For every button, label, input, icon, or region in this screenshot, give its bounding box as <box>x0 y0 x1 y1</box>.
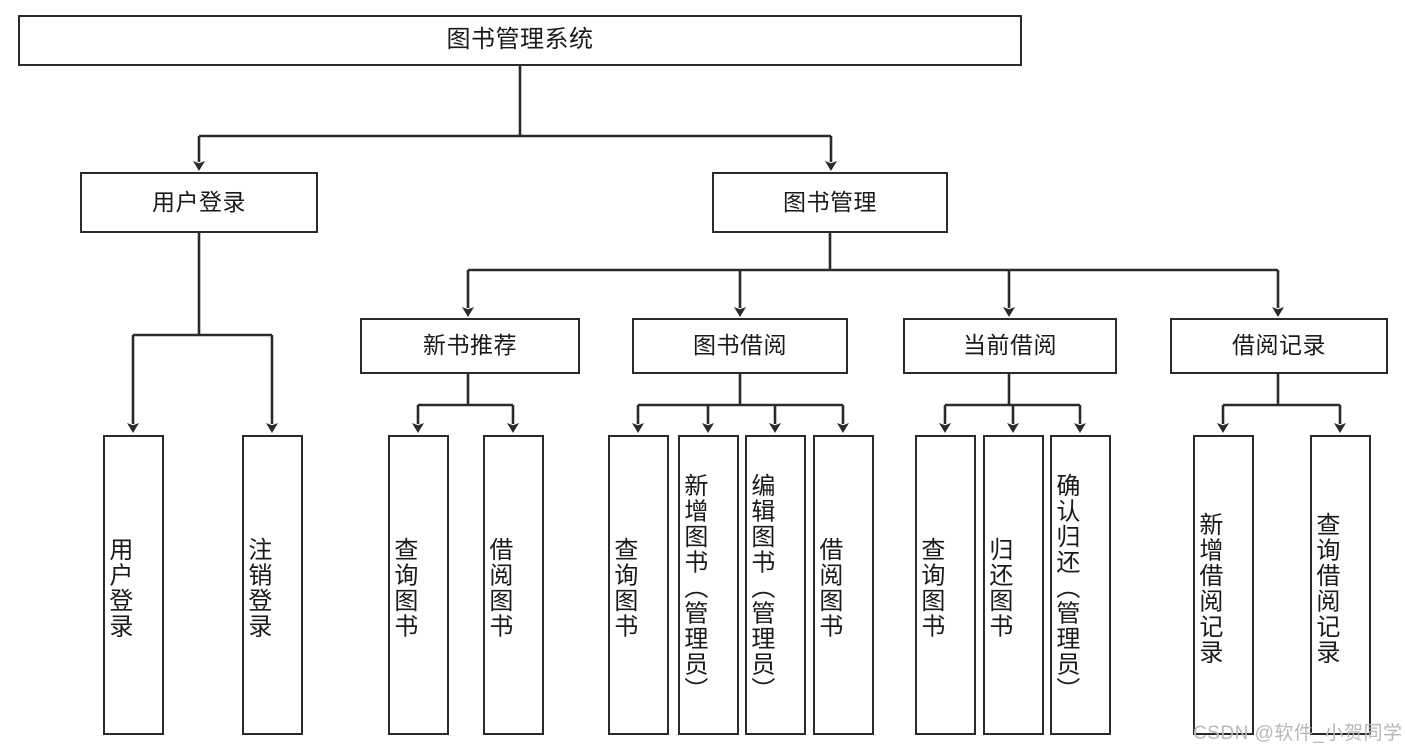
node-leaf-add-borrow-record[interactable]: 新增借阅记录 <box>1193 435 1254 735</box>
node-leaf-query-book-borrow-label: 查询图书 <box>609 537 637 639</box>
node-leaf-query-borrow-record-label: 查询借阅记录 <box>1311 511 1339 665</box>
node-book-management-label: 图书管理 <box>783 188 877 215</box>
node-leaf-query-book-borrow[interactable]: 查询图书 <box>608 435 669 735</box>
node-leaf-user-logout[interactable]: 注销登录 <box>242 435 303 735</box>
node-leaf-query-book-current-label: 查询图书 <box>916 537 944 639</box>
node-root[interactable]: 图书管理系统 <box>18 15 1022 66</box>
node-leaf-borrow-book-recommend[interactable]: 借阅图书 <box>483 435 544 735</box>
node-leaf-confirm-return-admin-label: 确认归还（管理员） <box>1051 473 1079 703</box>
node-leaf-borrow-book-recommend-label: 借阅图书 <box>484 537 512 639</box>
node-new-book-recommend[interactable]: 新书推荐 <box>360 318 580 374</box>
node-leaf-edit-book-admin[interactable]: 编辑图书（管理员） <box>745 435 806 735</box>
node-leaf-user-login-label: 用户登录 <box>104 537 132 639</box>
node-leaf-add-borrow-record-label: 新增借阅记录 <box>1194 511 1222 665</box>
node-leaf-return-book-label: 归还图书 <box>984 537 1012 639</box>
node-book-management[interactable]: 图书管理 <box>712 172 948 233</box>
node-leaf-query-book-recommend[interactable]: 查询图书 <box>388 435 449 735</box>
node-user-login[interactable]: 用户登录 <box>80 172 318 233</box>
csdn-watermark: CSDN @软件_小贺同学 <box>1193 723 1403 744</box>
node-leaf-query-borrow-record[interactable]: 查询借阅记录 <box>1310 435 1371 735</box>
node-leaf-user-logout-label: 注销登录 <box>243 537 271 639</box>
node-borrow-record-label: 借阅记录 <box>1232 332 1326 359</box>
node-leaf-add-book-admin-label: 新增图书（管理员） <box>679 473 707 703</box>
node-leaf-borrow-book-label: 借阅图书 <box>814 537 842 639</box>
node-user-login-label: 用户登录 <box>152 188 246 215</box>
node-leaf-edit-book-admin-label: 编辑图书（管理员） <box>746 473 774 703</box>
node-book-borrow-label: 图书借阅 <box>693 332 787 359</box>
node-leaf-borrow-book[interactable]: 借阅图书 <box>813 435 874 735</box>
node-current-borrow-label: 当前借阅 <box>963 332 1057 359</box>
node-book-borrow[interactable]: 图书借阅 <box>632 318 848 374</box>
node-leaf-query-book-recommend-label: 查询图书 <box>389 537 417 639</box>
node-leaf-query-book-current[interactable]: 查询图书 <box>915 435 976 735</box>
node-current-borrow[interactable]: 当前借阅 <box>903 318 1117 374</box>
node-root-label: 图书管理系统 <box>446 26 594 54</box>
node-borrow-record[interactable]: 借阅记录 <box>1170 318 1388 374</box>
node-leaf-return-book[interactable]: 归还图书 <box>983 435 1044 735</box>
node-leaf-confirm-return-admin[interactable]: 确认归还（管理员） <box>1050 435 1111 735</box>
node-leaf-user-login[interactable]: 用户登录 <box>103 435 164 735</box>
node-new-book-recommend-label: 新书推荐 <box>423 332 517 359</box>
node-leaf-add-book-admin[interactable]: 新增图书（管理员） <box>678 435 739 735</box>
